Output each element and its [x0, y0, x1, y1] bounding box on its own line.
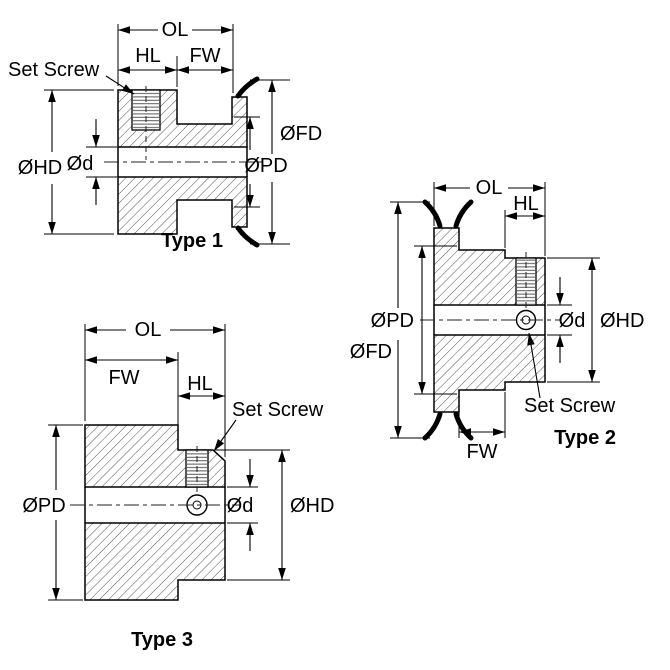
t1-label-set-screw: Set Screw — [8, 59, 100, 81]
t3-label-pd: ØPD — [22, 495, 65, 517]
flange-lip — [453, 411, 474, 441]
type2-drawing: OL HL ØPD ØFD Ød ØHD Set Screw FW Type 2 — [350, 177, 645, 463]
leader-arrow — [527, 332, 541, 399]
type2-dimensions — [390, 182, 600, 439]
t3-label-fw: FW — [108, 367, 139, 389]
flange-lip — [453, 199, 474, 229]
t1-label-fw: FW — [189, 45, 220, 67]
hatch-section-lower — [117, 176, 248, 235]
leader-arrow — [213, 419, 237, 452]
type1-drawing: OL HL FW Set Screw ØHD Ød ØFD ØPD Type 1 — [8, 19, 322, 252]
t1-caption: Type 1 — [161, 230, 223, 252]
flange-lip — [422, 199, 443, 229]
type3-body — [70, 424, 240, 601]
t3-label-d: Ød — [227, 495, 254, 517]
flange-lip — [235, 225, 260, 248]
flange-lip — [422, 411, 443, 441]
type1-dimensions — [44, 24, 290, 245]
t3-label-hl: HL — [187, 373, 213, 395]
t2-label-d: Ød — [559, 310, 586, 332]
type3-drawing: OL FW HL Set Screw ØPD Ød ØHD Type 3 — [22, 319, 334, 651]
type3-dimensions — [48, 324, 290, 601]
t3-label-ol: OL — [135, 319, 162, 341]
t2-label-hl: HL — [513, 193, 539, 215]
t3-label-set-screw: Set Screw — [232, 399, 324, 421]
type2-body — [420, 199, 560, 441]
t1-label-pd: ØPD — [244, 155, 287, 177]
t1-label-fd: ØFD — [280, 123, 322, 145]
set-screw-thread — [517, 259, 535, 304]
t2-label-set-screw: Set Screw — [524, 395, 616, 417]
t2-label-ol: OL — [476, 177, 503, 199]
t2-caption: Type 2 — [554, 427, 616, 449]
t1-label-hd: ØHD — [18, 157, 62, 179]
leader-arrow — [105, 75, 135, 95]
t2-label-pd: ØPD — [371, 310, 414, 332]
t1-label-d: Ød — [67, 153, 94, 175]
hatch-section-lower — [84, 522, 226, 601]
t1-label-ol: OL — [162, 19, 189, 41]
t3-caption: Type 3 — [131, 629, 193, 651]
t2-label-fd: ØFD — [350, 341, 392, 363]
t1-label-hl: HL — [135, 45, 161, 67]
flange-lip — [235, 76, 260, 99]
type1-body — [104, 76, 262, 248]
t2-label-fw: FW — [466, 441, 497, 463]
t3-label-hd: ØHD — [290, 495, 334, 517]
t2-label-hd: ØHD — [600, 310, 644, 332]
